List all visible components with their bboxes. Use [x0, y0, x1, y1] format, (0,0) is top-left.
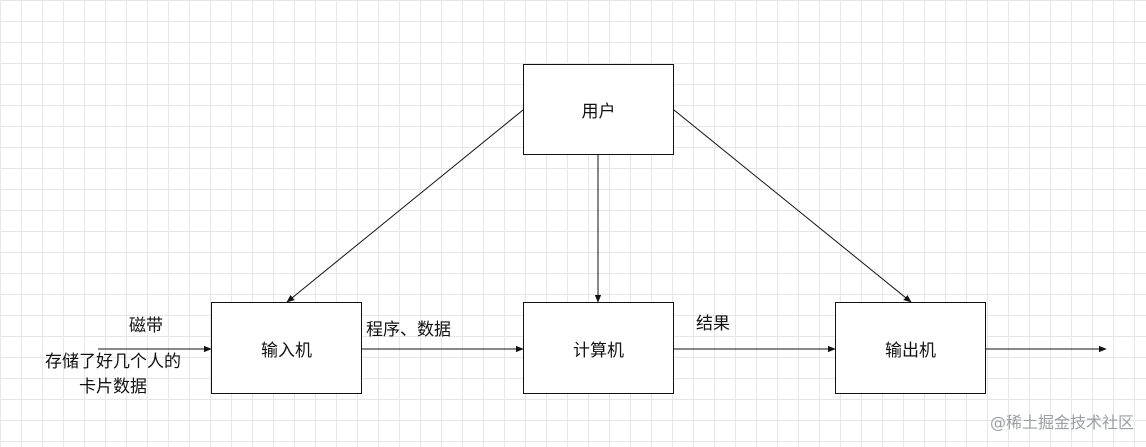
edge-label-tape-description: 存储了好几个人的 卡片数据	[32, 350, 194, 400]
node-output-machine: 输出机	[835, 302, 986, 394]
node-output-machine-label: 输出机	[885, 340, 936, 361]
edge-label-tape: 磁带	[129, 316, 163, 336]
node-input-machine-label: 输入机	[261, 340, 312, 361]
tape-description-line-2: 卡片数据	[79, 377, 147, 397]
edge-label-program-data: 程序、数据	[366, 320, 451, 340]
node-user-label: 用户	[581, 102, 616, 122]
tape-description-line-1: 存储了好几个人的	[45, 352, 181, 372]
node-computer-label: 计算机	[573, 340, 624, 361]
arrow-user-to-input	[286, 109, 524, 303]
edge-label-result: 结果	[696, 314, 730, 334]
node-computer: 计算机	[523, 302, 674, 394]
watermark: @稀土掘金技术社区	[989, 413, 1134, 432]
arrow-user-to-output	[673, 109, 912, 303]
node-input-machine: 输入机	[211, 302, 362, 394]
node-user: 用户	[523, 64, 674, 155]
